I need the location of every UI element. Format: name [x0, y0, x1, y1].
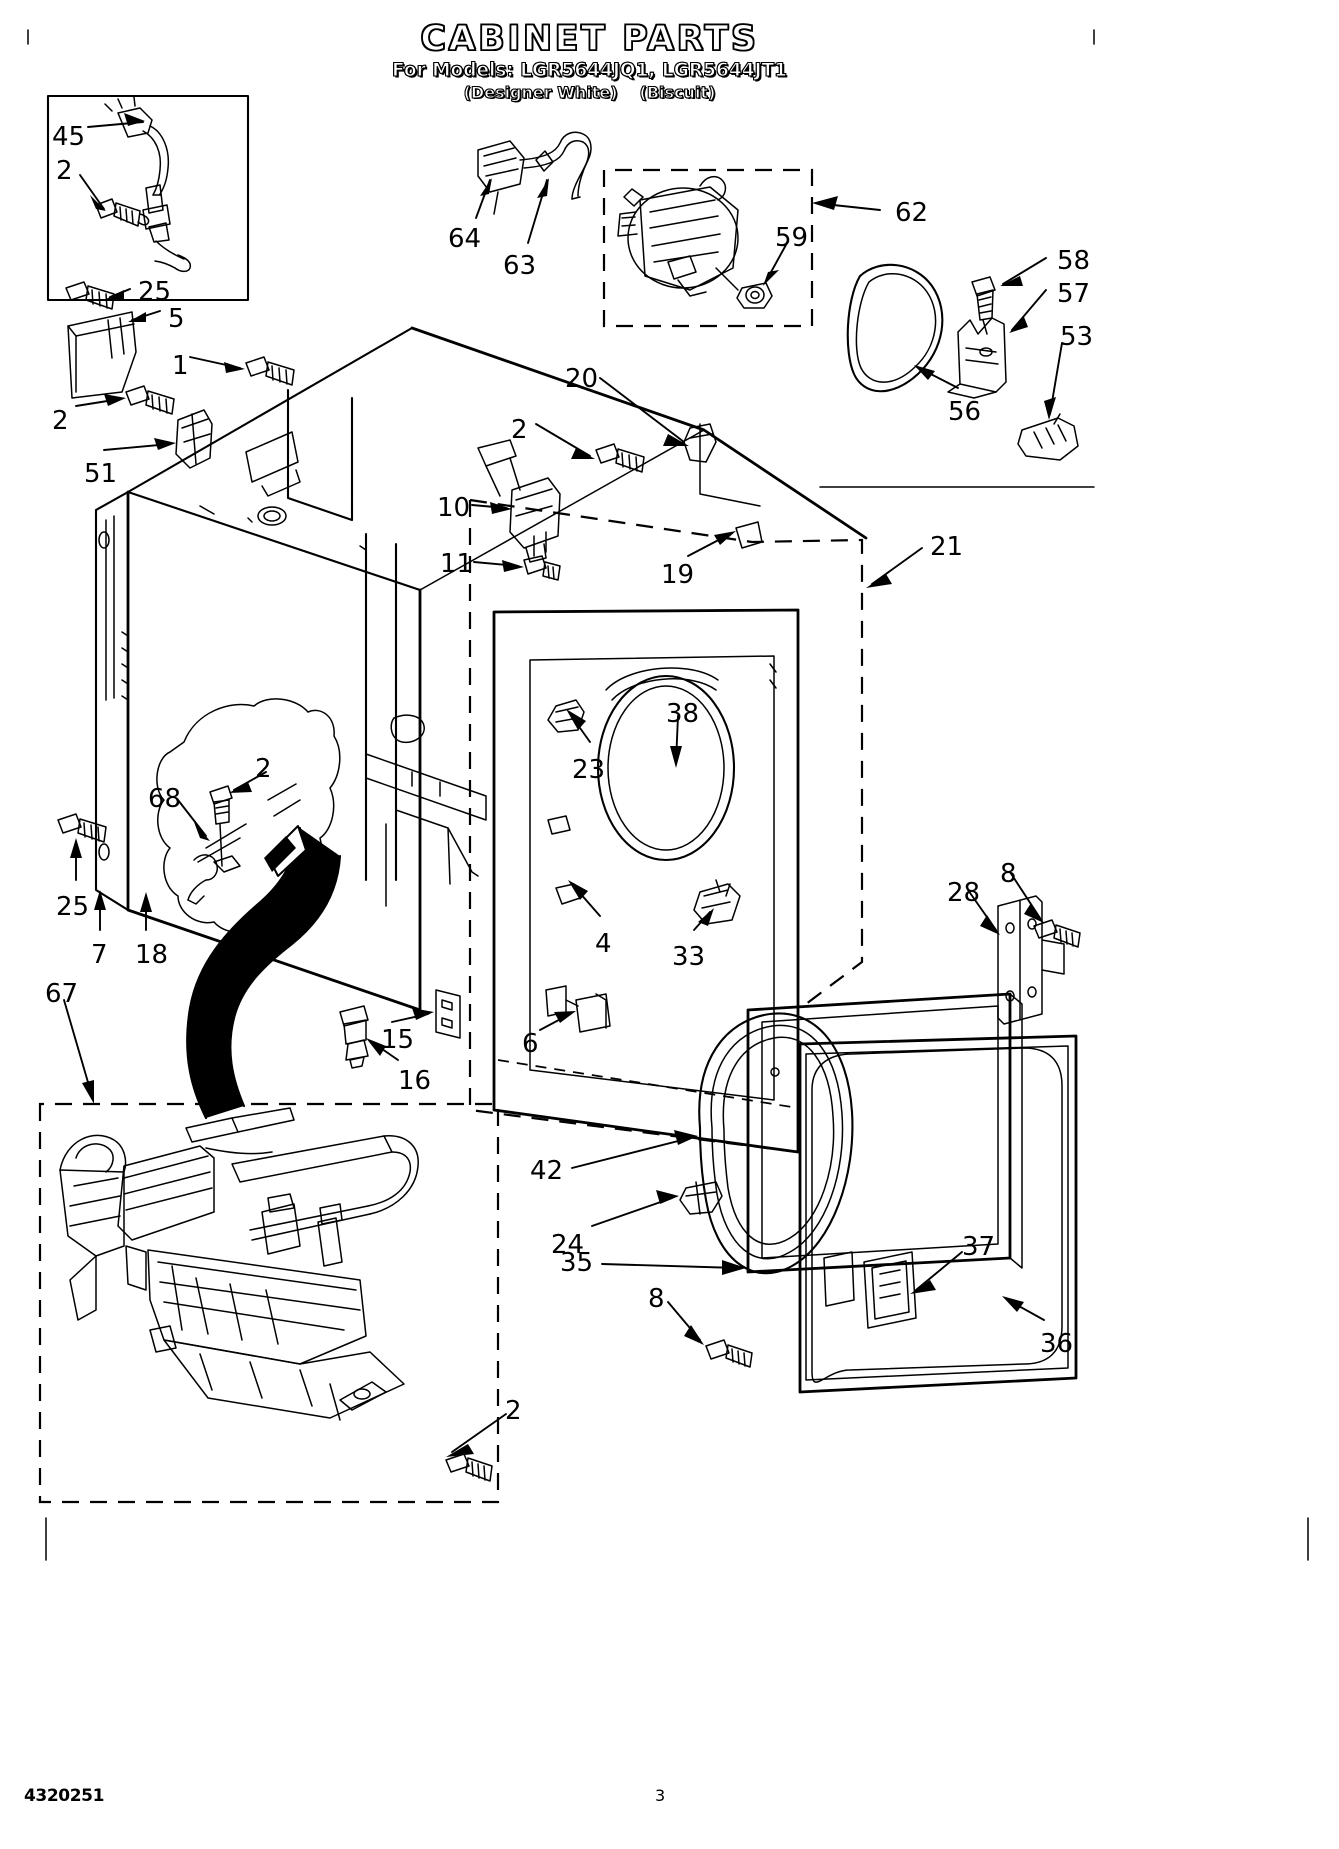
callout-2: 2	[505, 1396, 522, 1426]
hinge-group	[968, 872, 1080, 1024]
callout-57: 57	[1057, 279, 1091, 309]
callout-8: 8	[648, 1284, 665, 1314]
footer-document-number: 4320251	[24, 1786, 105, 1806]
callout-11: 11	[440, 549, 474, 579]
top-bracket-group	[66, 282, 294, 468]
callout-28: 28	[947, 878, 981, 908]
callout-15: 15	[381, 1025, 415, 1055]
flexible-vent-hose	[187, 826, 340, 1118]
callout-51: 51	[84, 459, 118, 489]
callout-2: 2	[255, 754, 272, 784]
callout-68: 68	[148, 784, 182, 814]
callout-63: 63	[503, 251, 537, 281]
callout-10: 10	[437, 493, 471, 523]
callout-21: 21	[930, 532, 964, 562]
callout-59: 59	[775, 223, 809, 253]
callout-6: 6	[522, 1029, 539, 1059]
door-assembly	[572, 994, 1076, 1392]
callout-20: 20	[565, 364, 599, 394]
callout-4: 4	[595, 929, 612, 959]
wiring-harness-group	[476, 132, 591, 243]
callout-42: 42	[530, 1156, 564, 1186]
callout-2: 2	[56, 156, 73, 186]
callout-23: 23	[572, 755, 606, 785]
main-cabinet-assembly	[96, 328, 922, 1152]
callout-2: 2	[511, 415, 528, 445]
callout-35: 35	[560, 1248, 594, 1278]
callout-2: 2	[52, 406, 69, 436]
drive-belt	[848, 265, 958, 391]
callout-58: 58	[1057, 246, 1091, 276]
footer-page-number: 3	[655, 1786, 666, 1805]
callout-7: 7	[91, 940, 108, 970]
callout-8: 8	[1000, 859, 1017, 889]
callout-36: 36	[1040, 1329, 1074, 1359]
callout-64: 64	[448, 224, 482, 254]
callout-16: 16	[398, 1066, 432, 1096]
burner-assembly-inset-box	[40, 1000, 506, 1502]
belt-hardware-group	[948, 258, 1078, 460]
callout-25: 25	[56, 892, 90, 922]
callout-1: 1	[172, 351, 189, 381]
callout-37: 37	[962, 1232, 996, 1262]
thermostat-inset-box	[48, 96, 248, 300]
left-panel-hardware	[58, 814, 152, 930]
callout-18: 18	[135, 940, 169, 970]
callout-25: 25	[138, 277, 172, 307]
registration-marks	[28, 30, 1308, 1560]
drive-motor-inset-box	[604, 170, 880, 326]
callout-38: 38	[666, 699, 700, 729]
callout-67: 67	[45, 979, 79, 1009]
callout-53: 53	[1060, 322, 1094, 352]
callout-19: 19	[661, 560, 695, 590]
callout-56: 56	[948, 397, 982, 427]
callout-33: 33	[672, 942, 706, 972]
leveling-leg-group	[340, 990, 460, 1068]
callout-45: 45	[52, 122, 86, 152]
callout-5: 5	[168, 304, 185, 334]
callout-24: 24	[551, 1230, 585, 1260]
callout-62: 62	[895, 198, 929, 228]
door-switch-group	[472, 440, 560, 580]
